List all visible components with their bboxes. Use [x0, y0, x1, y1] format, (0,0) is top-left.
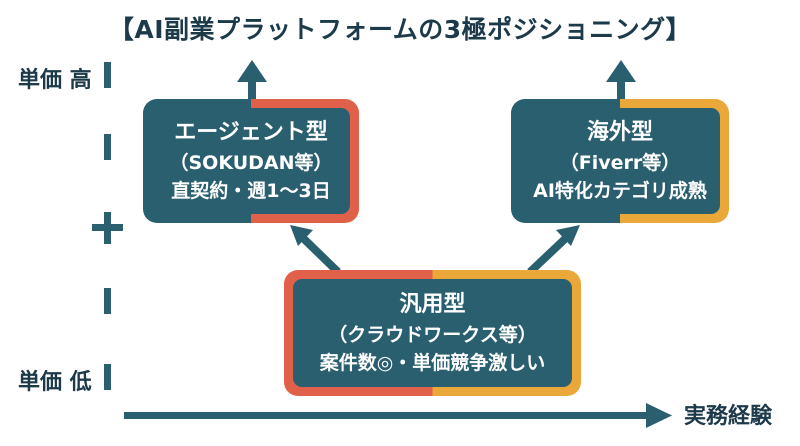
x-axis-arrow [124, 403, 672, 428]
y-axis-dash [104, 62, 111, 88]
general-to-overseas-arrow [527, 225, 580, 275]
y-axis-dash [104, 364, 111, 390]
y-axis-low-label: 単価 低 [18, 370, 92, 395]
y-axis-plus-marker [92, 212, 123, 244]
general-type-box: 汎用型 （クラウドワークス等） 案件数◎・単価競争激しい [284, 270, 581, 396]
agent-type-detail: 直契約・週1〜3日 [171, 180, 331, 202]
overseas-type-title: 海外型 [586, 120, 653, 145]
general-type-example: （クラウドワークス等） [328, 324, 537, 346]
agent-type-example: （SOKUDAN等） [169, 152, 333, 174]
overseas-up-arrow [606, 60, 636, 104]
overseas-type-detail: AI特化カテゴリ成熟 [533, 180, 707, 202]
agent-up-arrow [237, 60, 267, 104]
y-axis-dash [104, 288, 111, 314]
agent-type-box: エージェント型 （SOKUDAN等） 直契約・週1〜3日 [143, 99, 359, 223]
general-type-detail: 案件数◎・単価競争激しい [319, 352, 546, 374]
x-axis-label: 実務経験 [684, 404, 773, 429]
general-to-agent-arrow [290, 225, 341, 275]
y-axis-dash [104, 134, 111, 160]
overseas-type-example: （Fiverr等） [559, 152, 681, 174]
diagram-title: 【AI副業プラットフォームの3極ポジショニング】 [108, 15, 692, 44]
overseas-type-box: 海外型 （Fiverr等） AI特化カテゴリ成熟 [511, 99, 729, 223]
general-type-title: 汎用型 [399, 292, 466, 317]
y-axis-dashes [104, 62, 111, 390]
agent-type-title: エージェント型 [174, 120, 328, 145]
y-axis-high-label: 単価 高 [18, 68, 92, 93]
